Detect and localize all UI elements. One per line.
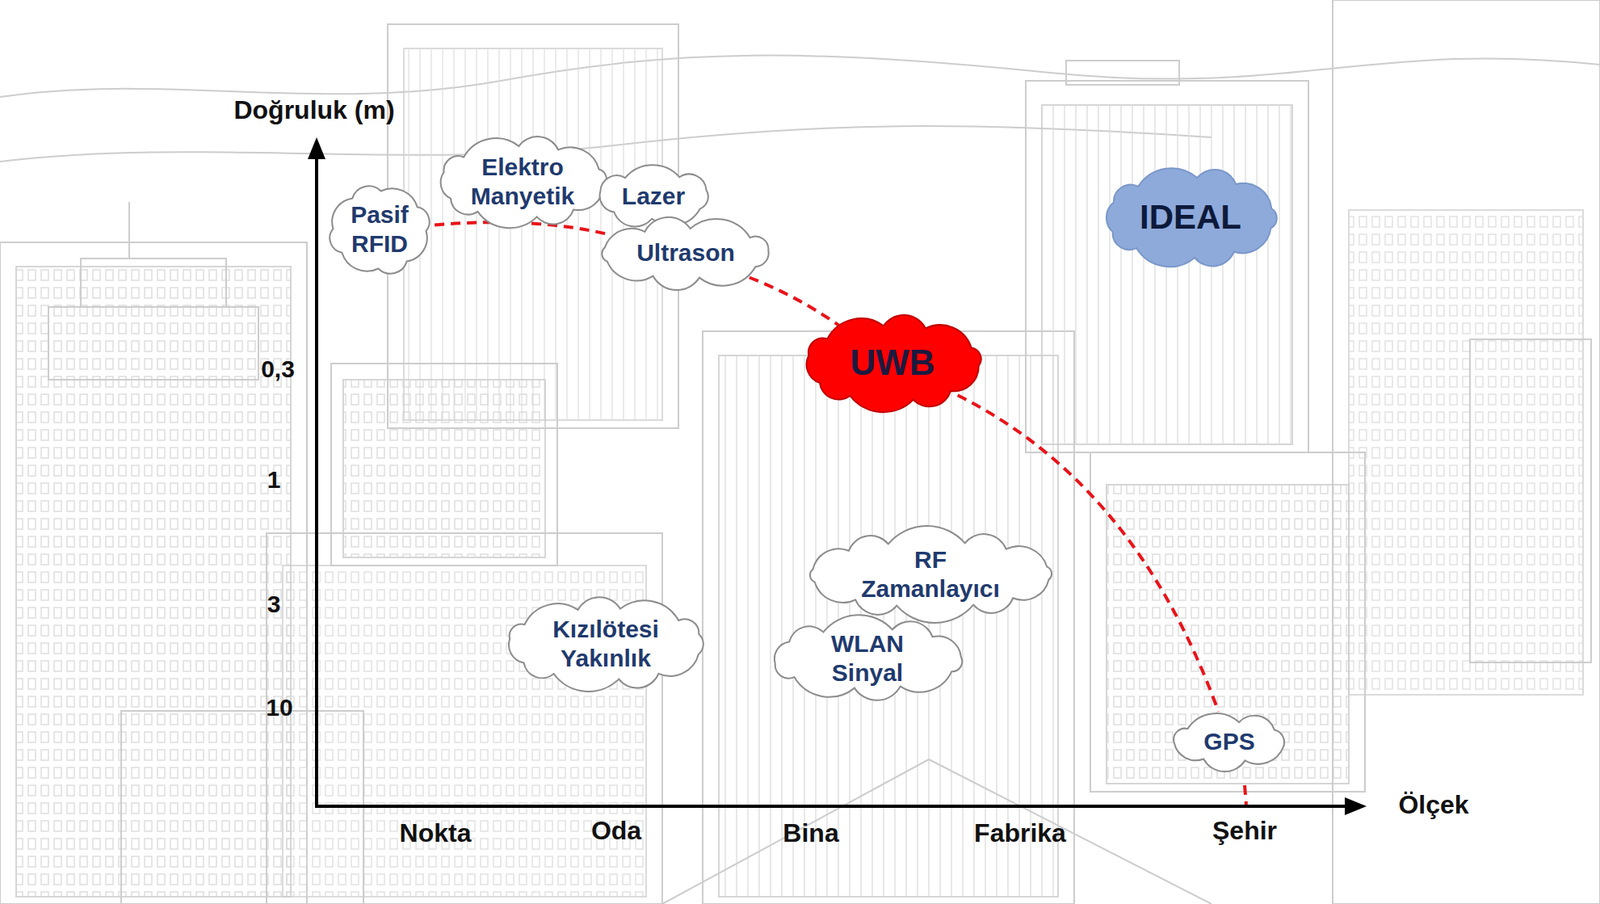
- building-windows: [1106, 484, 1349, 784]
- cloud-outline: [806, 314, 981, 412]
- technology-name: Elektro Manyetik: [470, 152, 575, 211]
- technology-cloud: WLAN Sinyal: [757, 612, 978, 705]
- x-axis: [314, 804, 1351, 808]
- building-windows: [16, 266, 291, 897]
- building: [1332, 0, 1600, 904]
- cloud-text-box: Kızılötesi Yakınlık: [493, 592, 719, 695]
- cloud-text-box: IDEAL: [1091, 161, 1290, 274]
- technology-name: Ultrason: [636, 238, 735, 268]
- tick-label: 0,3: [260, 355, 295, 383]
- building-windows: [718, 355, 1059, 897]
- technology-name: Pasif RFID: [350, 200, 409, 259]
- cloud-shape: [318, 176, 441, 284]
- building: [80, 258, 227, 307]
- category-label: Fabrika: [974, 818, 1067, 849]
- technology-name: Kızılötesi Yakınlık: [552, 614, 660, 673]
- technology-cloud: Elektro Manyetik: [425, 130, 620, 233]
- cloud-shape: [795, 525, 1067, 623]
- cloud-shape: [425, 130, 620, 233]
- technology-name: IDEAL: [1139, 197, 1242, 238]
- cloud-text-box: WLAN Sinyal: [757, 612, 978, 705]
- dashed-curve: [749, 277, 840, 326]
- technology-name: RF Zamanlayıcı: [860, 545, 1000, 604]
- cloud-outline: [601, 216, 769, 290]
- tick-label: 1: [267, 466, 282, 494]
- technology-name: Lazer: [621, 181, 685, 211]
- building: [1090, 452, 1365, 792]
- technology-name: WLAN Sinyal: [831, 629, 904, 688]
- technology-cloud: UWB: [790, 309, 996, 417]
- technology-cloud: IDEAL: [1091, 161, 1290, 274]
- window-frame: [1469, 339, 1592, 663]
- tick-label: 3: [267, 590, 282, 618]
- technology-name: GPS: [1203, 726, 1255, 756]
- building: [48, 306, 259, 380]
- cloud-text-box: Elektro Manyetik: [425, 130, 620, 233]
- axes: [307, 137, 1367, 815]
- category-label: Nokta: [399, 818, 472, 849]
- axis-title: Doğruluk (m): [233, 95, 395, 126]
- technology-cloud: Pasif RFID: [318, 176, 441, 284]
- cloud-outline: [508, 596, 704, 692]
- y-axis: [314, 153, 319, 807]
- cloud-text-box: Ultrason: [586, 212, 786, 294]
- cloud-text-box: UWB: [790, 309, 996, 417]
- cloud-text-box: Pasif RFID: [318, 176, 441, 284]
- axis-arrowhead: [307, 137, 326, 160]
- category-label: Oda: [591, 815, 642, 846]
- building: [331, 363, 558, 566]
- technology-cloud: GPS: [1158, 705, 1302, 777]
- hill-line: [0, 55, 1600, 97]
- antenna: [128, 201, 131, 259]
- technology-name: UWB: [849, 341, 935, 385]
- technology-cloud: Kızılötesi Yakınlık: [493, 592, 719, 695]
- cloud-outline: [774, 614, 962, 701]
- trend-connector: [749, 277, 840, 326]
- building-windows: [1041, 104, 1293, 445]
- technology-cloud: Ultrason: [586, 212, 786, 294]
- building: [266, 533, 663, 904]
- building: [1066, 60, 1180, 85]
- cloud-outline: [809, 525, 1051, 623]
- cloud-text-box: RF Zamanlayıcı: [795, 525, 1067, 623]
- building-windows: [343, 379, 546, 558]
- axis-arrowhead: [1344, 797, 1367, 815]
- roof-line: [662, 759, 1212, 904]
- trend-tail: [1244, 785, 1247, 805]
- cloud-outline: [1106, 167, 1277, 267]
- tick-label: 10: [265, 693, 293, 722]
- cloud-shape: [493, 592, 719, 695]
- building: [0, 242, 307, 904]
- cloud-outline: [440, 136, 607, 228]
- cloud-outline: [599, 164, 708, 227]
- category-label: Şehir: [1212, 815, 1277, 846]
- building: [702, 331, 1075, 904]
- cloud-shape: [757, 612, 978, 705]
- cloud-text-box: GPS: [1158, 705, 1302, 777]
- axis-title: Ölçek: [1398, 789, 1469, 820]
- category-label: Bina: [782, 818, 839, 849]
- building-windows: [1348, 209, 1584, 695]
- building: [1025, 80, 1309, 453]
- technology-cloud: RF Zamanlayıcı: [795, 525, 1067, 623]
- cloud-outline: [1173, 713, 1285, 772]
- cloud-outline: [329, 185, 429, 273]
